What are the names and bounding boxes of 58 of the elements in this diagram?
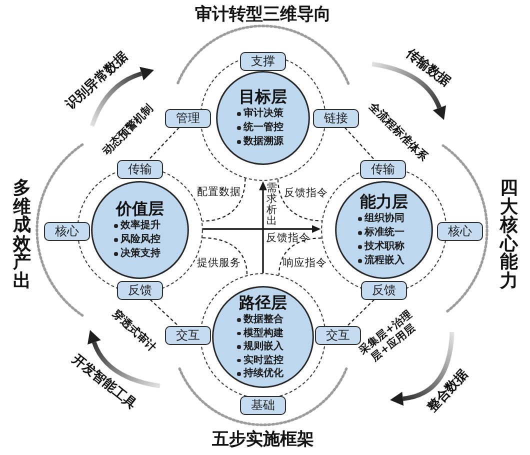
keyword-box: 传输 (360, 160, 406, 178)
edge-label: 反馈指令 (266, 232, 310, 244)
keyword-box: 交互 (315, 326, 361, 344)
keyword-box: 链接 (313, 108, 359, 128)
list-item: 数据整合 (244, 314, 284, 326)
keyword-box: 反馈 (117, 280, 163, 300)
keyword-box: 基础 (240, 396, 286, 414)
list-item: 规则嵌入 (244, 341, 284, 353)
list-item: 决策支持 (120, 248, 160, 260)
layer-circle (91, 181, 189, 279)
connector-line (347, 299, 375, 326)
section-heading: 审计转型三维导向 (195, 6, 331, 24)
arrow (259, 181, 267, 273)
section-heading: 四大核心能力 (499, 180, 519, 290)
keyword-box: 交互 (165, 326, 211, 344)
edge-label: 提供服务 (197, 257, 241, 269)
edge-label: 反馈指令 (284, 187, 328, 199)
keyword-box: 传输 (117, 160, 163, 178)
list-item: 实时监控 (244, 354, 284, 366)
list-item: 标准统一 (364, 227, 404, 239)
edge-label: 响应指令 (283, 257, 327, 269)
keyword-box: 反馈 (361, 280, 407, 300)
connector-line (148, 127, 180, 160)
keyword-box: 核心 (44, 222, 90, 240)
section-heading: 五步实施框架 (212, 430, 314, 450)
dashed-ring (200, 273, 326, 399)
arrow (203, 225, 321, 233)
edge-label: 需求析出 (266, 183, 278, 227)
layer-circle (216, 71, 310, 165)
connector-line (344, 127, 375, 160)
edge-label: 配置数据 (197, 186, 241, 198)
curved-line (202, 237, 248, 276)
list-item: 持续优化 (244, 368, 284, 380)
arrow-label: 整合数据 (424, 366, 472, 416)
list-item: 流程嵌入 (364, 255, 404, 267)
section-heading: 多维成效产出 (12, 180, 32, 290)
layer-title: 价值层 (116, 199, 164, 219)
layer-circle (212, 286, 314, 388)
list-item: 数据溯源 (244, 136, 284, 148)
list-item: 统一管控 (244, 122, 284, 134)
arrow-label: 传输数据 (402, 46, 454, 90)
curved-line (277, 179, 322, 222)
keyword-box: 管理 (165, 108, 211, 128)
curved-line (278, 238, 322, 276)
list-item: 风险风控 (120, 234, 160, 246)
list-item: 模型构建 (244, 328, 284, 340)
list-item: 技术职称 (364, 241, 404, 253)
layer-title: 能力层 (360, 192, 408, 212)
keyword-box: 支撑 (240, 52, 286, 70)
keyword-box: 核心 (437, 222, 483, 240)
connector-line (150, 299, 178, 326)
list-item: 效率提升 (120, 220, 160, 232)
layer-title: 路径层 (239, 293, 287, 314)
layer-title: 目标层 (239, 87, 287, 107)
curved-line (202, 178, 246, 222)
list-item: 审计决策 (244, 108, 284, 120)
layer-circle (335, 181, 433, 279)
list-item: 组织协同 (364, 213, 404, 225)
